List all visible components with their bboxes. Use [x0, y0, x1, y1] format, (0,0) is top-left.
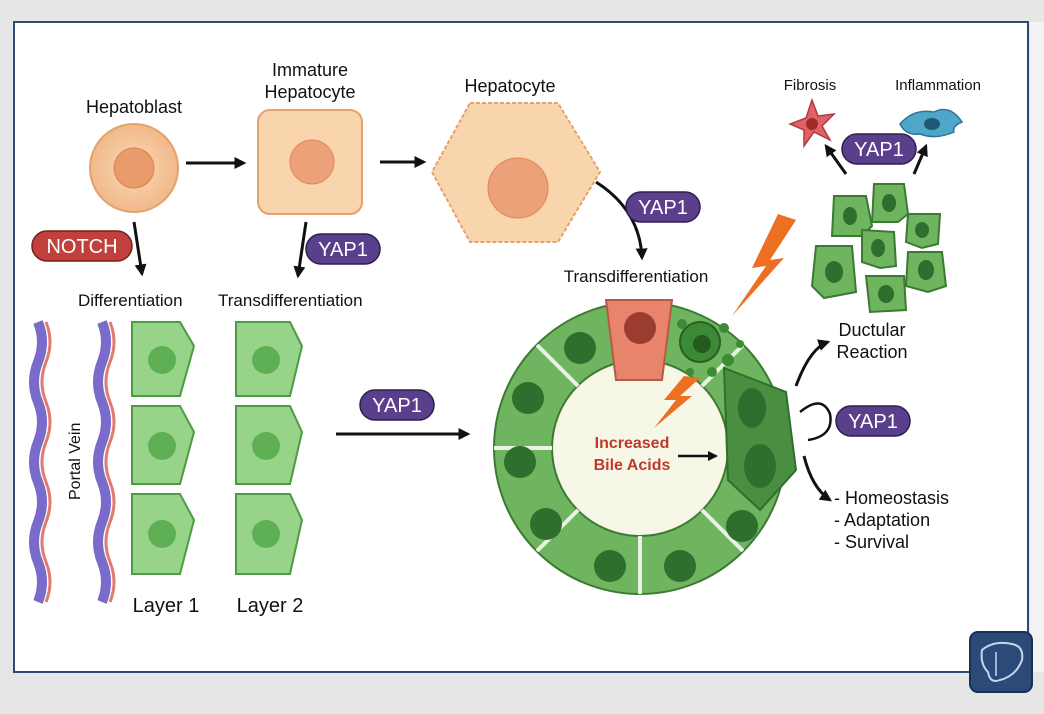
hepatoblast-label: Hepatoblast — [86, 97, 182, 117]
outcome-homeostasis: - Homeostasis — [834, 488, 949, 508]
increased-bile-acids-line1: Increased — [595, 435, 670, 452]
layer1-label: Layer 1 — [133, 595, 200, 617]
arrow-to-left-transdifferentiation — [293, 221, 308, 279]
layer2-label: Layer 2 — [237, 595, 304, 617]
right-transdifferentiation-label: Transdifferentiation — [564, 267, 709, 286]
immature-label-line1: Immature — [272, 60, 348, 80]
immature-hepatocyte-cell — [257, 109, 363, 215]
yap-pill-immature: YAP1 — [305, 233, 381, 265]
yap-pill-hepatocyte: YAP1 — [625, 191, 701, 223]
fibrosis-cell-icon — [787, 97, 837, 149]
arrow-to-differentiation — [132, 221, 147, 277]
layer1-cells — [131, 321, 196, 575]
fibrosis-label: Fibrosis — [784, 77, 837, 94]
portal-vein-label: Portal Vein — [67, 423, 84, 500]
layer2-cells — [235, 321, 304, 575]
arrow-to-fibrosis — [824, 144, 848, 175]
inflammation-cell-icon — [899, 108, 964, 138]
yap-pill-hepatocyte-label: YAP1 — [638, 197, 688, 219]
hepatocyte-label: Hepatocyte — [464, 76, 555, 96]
arrow-to-outcomes — [802, 455, 832, 502]
yap-pill-top-right: YAP1 — [841, 133, 917, 165]
liver-icon — [969, 631, 1033, 693]
lightning-bolt-small — [654, 376, 700, 428]
yap-pill-immature-label: YAP1 — [318, 239, 368, 261]
arrow-to-ductular-reaction — [794, 339, 831, 387]
yap-pill-top-right-label: YAP1 — [854, 139, 904, 161]
hepatocyte-cell — [430, 102, 602, 243]
notch-pill: NOTCH — [31, 230, 133, 262]
inflammation-label: Inflammation — [895, 77, 981, 94]
increased-bile-acids-line2: Bile Acids — [594, 457, 671, 474]
yap-pill-center: YAP1 — [359, 389, 435, 421]
frame-side-strip — [1030, 22, 1044, 672]
yap-pill-loop: YAP1 — [835, 405, 911, 437]
yap-pill-loop-label: YAP1 — [848, 411, 898, 433]
ductular-cells-cluster — [810, 183, 948, 314]
portal-vein-right — [93, 320, 116, 604]
arrow-to-inflammation — [912, 143, 928, 175]
hepatoblast-cell — [89, 123, 179, 213]
outcome-adaptation: - Adaptation — [834, 510, 930, 530]
ductular-reaction-line1: Ductular — [838, 320, 905, 340]
ductular-reaction-line2: Reaction — [836, 342, 907, 362]
yap-feedback-loop — [799, 402, 832, 442]
lightning-bolt-large — [732, 214, 796, 316]
green-vesicles — [677, 319, 744, 377]
notch-pill-label: NOTCH — [46, 236, 117, 258]
left-transdifferentiation-label: Transdifferentiation — [218, 291, 363, 310]
immature-label-line2: Hepatocyte — [264, 82, 355, 102]
outcome-survival: - Survival — [834, 532, 909, 552]
differentiation-label: Differentiation — [78, 291, 183, 310]
yap-pill-center-label: YAP1 — [372, 395, 422, 417]
portal-vein-left — [29, 320, 52, 604]
